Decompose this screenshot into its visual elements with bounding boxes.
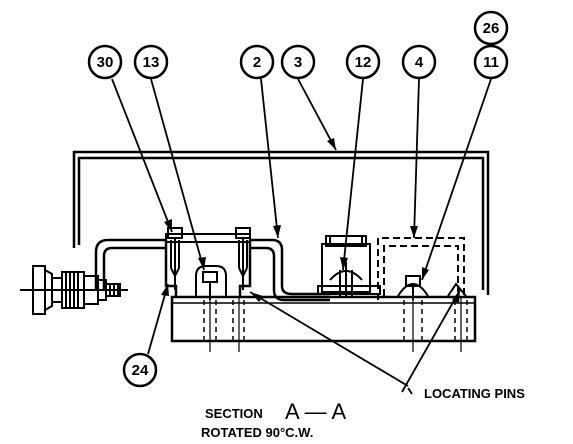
- callout-4-label: 4: [415, 54, 424, 71]
- hidden-holes: [203, 300, 468, 340]
- leader-lines: [111, 78, 492, 393]
- centerlines: [209, 296, 462, 352]
- callout-11-label: 11: [483, 54, 499, 71]
- dashed-housing: [377, 237, 465, 300]
- callout-2: 2: [239, 44, 275, 80]
- center-clamp: [195, 265, 227, 300]
- callout-2-label: 2: [253, 54, 261, 71]
- callout-26-label: 26: [483, 20, 500, 37]
- callout-13-label: 13: [143, 54, 160, 71]
- rotated-label: ROTATED 90°C.W.: [201, 425, 313, 440]
- bolt-left: [167, 227, 183, 290]
- locating-pins-leader: [407, 387, 413, 395]
- tube-line: [94, 238, 330, 302]
- callout-30-label: 30: [97, 54, 114, 71]
- section-prefix-label: SECTION: [205, 406, 263, 421]
- callout-4: 4: [401, 44, 437, 80]
- callout-30: 30: [87, 44, 123, 80]
- locating-pins-label: LOCATING PINS: [424, 386, 525, 401]
- callout-3-label: 3: [294, 54, 302, 71]
- callout-26: 26: [473, 10, 509, 46]
- callout-12: 12: [345, 44, 381, 80]
- leader-arrowheads: [161, 138, 460, 303]
- callout-3: 3: [280, 44, 316, 80]
- callout-12-label: 12: [355, 54, 372, 71]
- callout-11: 11: [473, 44, 509, 80]
- callout-13: 13: [133, 44, 169, 80]
- callout-24-label: 24: [132, 362, 149, 379]
- cover-enclosure: [72, 150, 490, 295]
- callout-24: 24: [122, 352, 158, 388]
- fitting: [317, 235, 381, 298]
- valve-assembly: [20, 265, 128, 315]
- housing-bolt: [397, 275, 467, 300]
- bolt-right: [235, 227, 251, 290]
- base-plate: [170, 295, 477, 343]
- section-id-label: A — A: [285, 399, 346, 424]
